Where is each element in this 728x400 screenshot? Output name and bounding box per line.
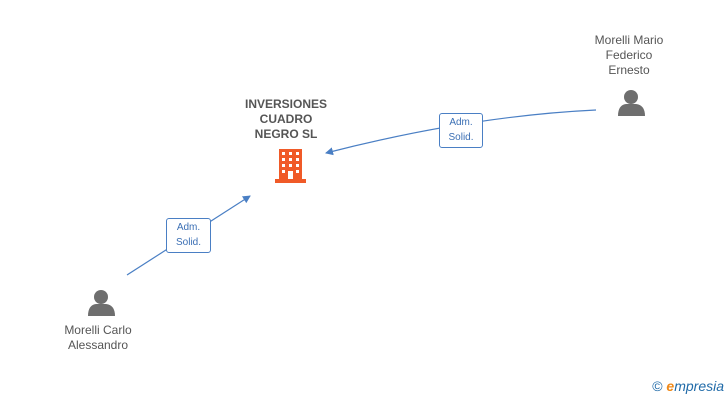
- edge-label-p2: Adm. Solid.: [166, 218, 211, 253]
- edge-label-p1: Adm. Solid.: [439, 113, 483, 148]
- copyright-symbol: ©: [652, 378, 663, 394]
- brand-name: mpresia: [674, 378, 724, 394]
- empresia-logo: © empresia: [652, 378, 724, 394]
- person-icon[interactable]: [88, 290, 115, 316]
- brand-e-letter: e: [666, 378, 675, 394]
- company-name[interactable]: INVERSIONES CUADRO NEGRO SL: [244, 97, 328, 141]
- building-icon[interactable]: [275, 149, 306, 183]
- person-name-p1[interactable]: Morelli Mario Federico Ernesto: [594, 33, 664, 77]
- person-icon[interactable]: [618, 90, 645, 116]
- person-name-p2[interactable]: Morelli Carlo Alessandro: [64, 323, 132, 352]
